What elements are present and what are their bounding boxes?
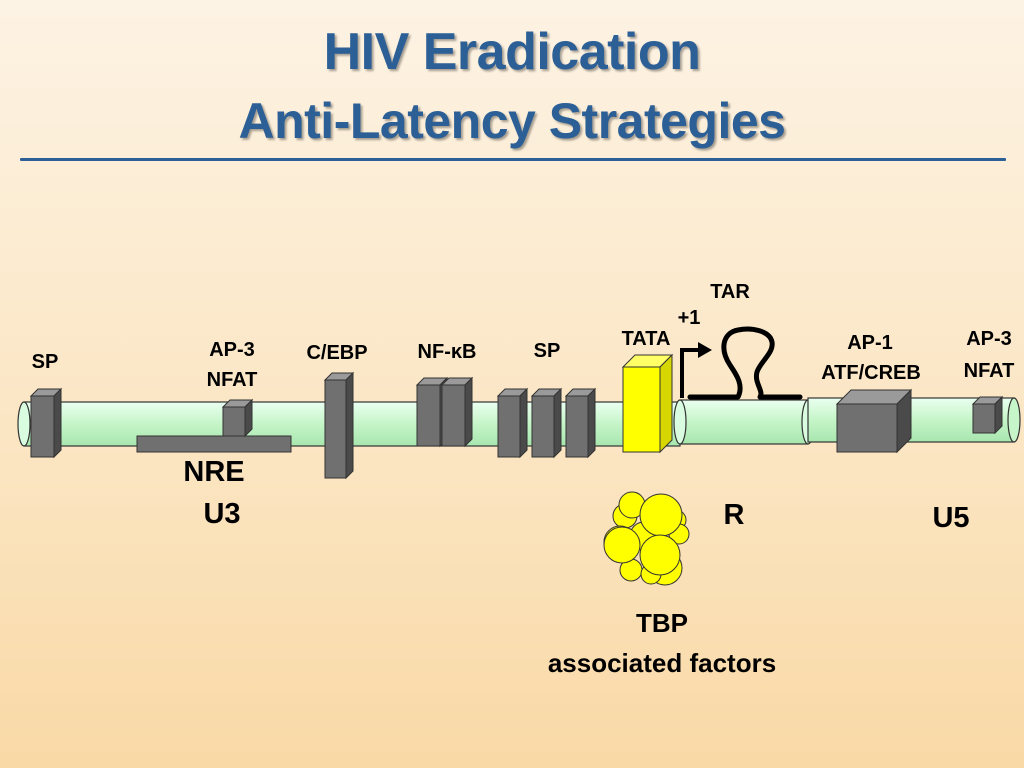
tata-label: TATA (622, 328, 671, 350)
ap1-label: AP-1 (847, 332, 893, 354)
tbp-associated-factors-icon (603, 491, 690, 586)
ap1-atf-creb-box (835, 388, 913, 454)
ap3-right-label: AP-3 (966, 328, 1012, 350)
tata-box (621, 353, 674, 454)
transcription-start-arrow-icon (680, 342, 712, 398)
r-region-label: R (724, 499, 745, 531)
ap3-nfat-left-box (221, 398, 254, 438)
cebp-label: C/EBP (306, 342, 367, 364)
sp-left-box (29, 387, 63, 459)
slide-title-line1: HIV Eradication (323, 23, 701, 81)
nre-label: NRE (183, 456, 244, 488)
title-underline (20, 158, 1006, 161)
slide-title-line2: Anti-Latency Strategies (238, 93, 786, 149)
associated-factors-label: associated factors (548, 648, 776, 678)
nre-bar (136, 435, 292, 453)
nfkb-box-2 (440, 376, 474, 448)
sp-mid-box-1 (496, 387, 529, 459)
sp-left-label: SP (32, 351, 59, 373)
sp-mid-label: SP (534, 340, 561, 362)
ap3-left-label: AP-3 (209, 339, 255, 361)
ap3-nfat-right-box (971, 395, 1004, 435)
u3-region-label: U3 (203, 498, 240, 530)
plus1-label: +1 (678, 307, 701, 329)
nfkb-label: NF-κB (418, 341, 477, 363)
cebp-box (323, 371, 355, 480)
sp-mid-box-3 (564, 387, 597, 459)
nfat-right-label: NFAT (964, 360, 1015, 382)
atf-creb-label: ATF/CREB (821, 362, 921, 384)
tar-stem-loop-icon (687, 326, 803, 400)
tar-label: TAR (710, 281, 750, 303)
u5-region-label: U5 (932, 502, 969, 534)
tbp-label: TBP (636, 608, 688, 638)
nfat-left-label: NFAT (207, 369, 258, 391)
sp-mid-box-2 (530, 387, 563, 459)
